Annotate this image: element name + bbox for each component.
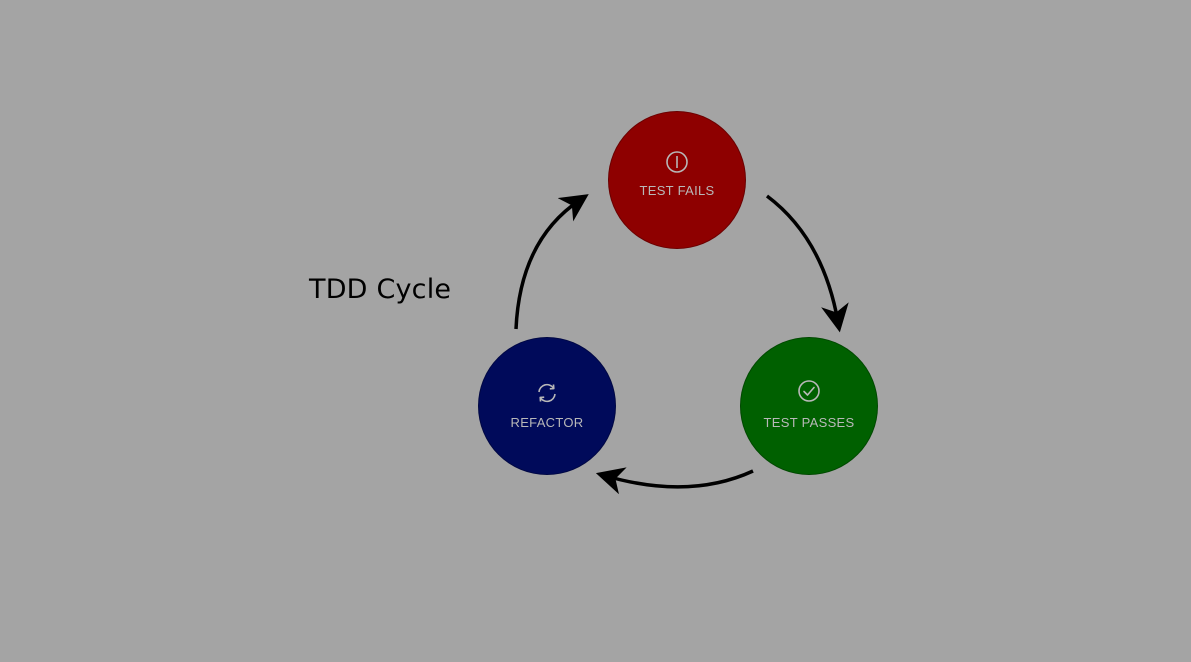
node-label-refactor: REFACTOR [510,415,584,430]
node-test-fails: TEST FAILS [608,111,746,249]
info-icon [666,151,688,173]
check-circle-icon [798,380,820,402]
node-label-test-fails: TEST FAILS [639,183,715,198]
arrow-passes-to-refactor [595,467,754,495]
node-label-test-passes: TEST PASSES [763,415,855,430]
node-refactor: REFACTOR [478,337,616,475]
refresh-icon [538,383,556,403]
arrow-refactor-to-fails [514,194,589,330]
node-test-passes: TEST PASSES [740,337,878,475]
arrow-fails-to-passes [765,194,849,333]
diagram-title: TDD Cycle [309,274,452,305]
